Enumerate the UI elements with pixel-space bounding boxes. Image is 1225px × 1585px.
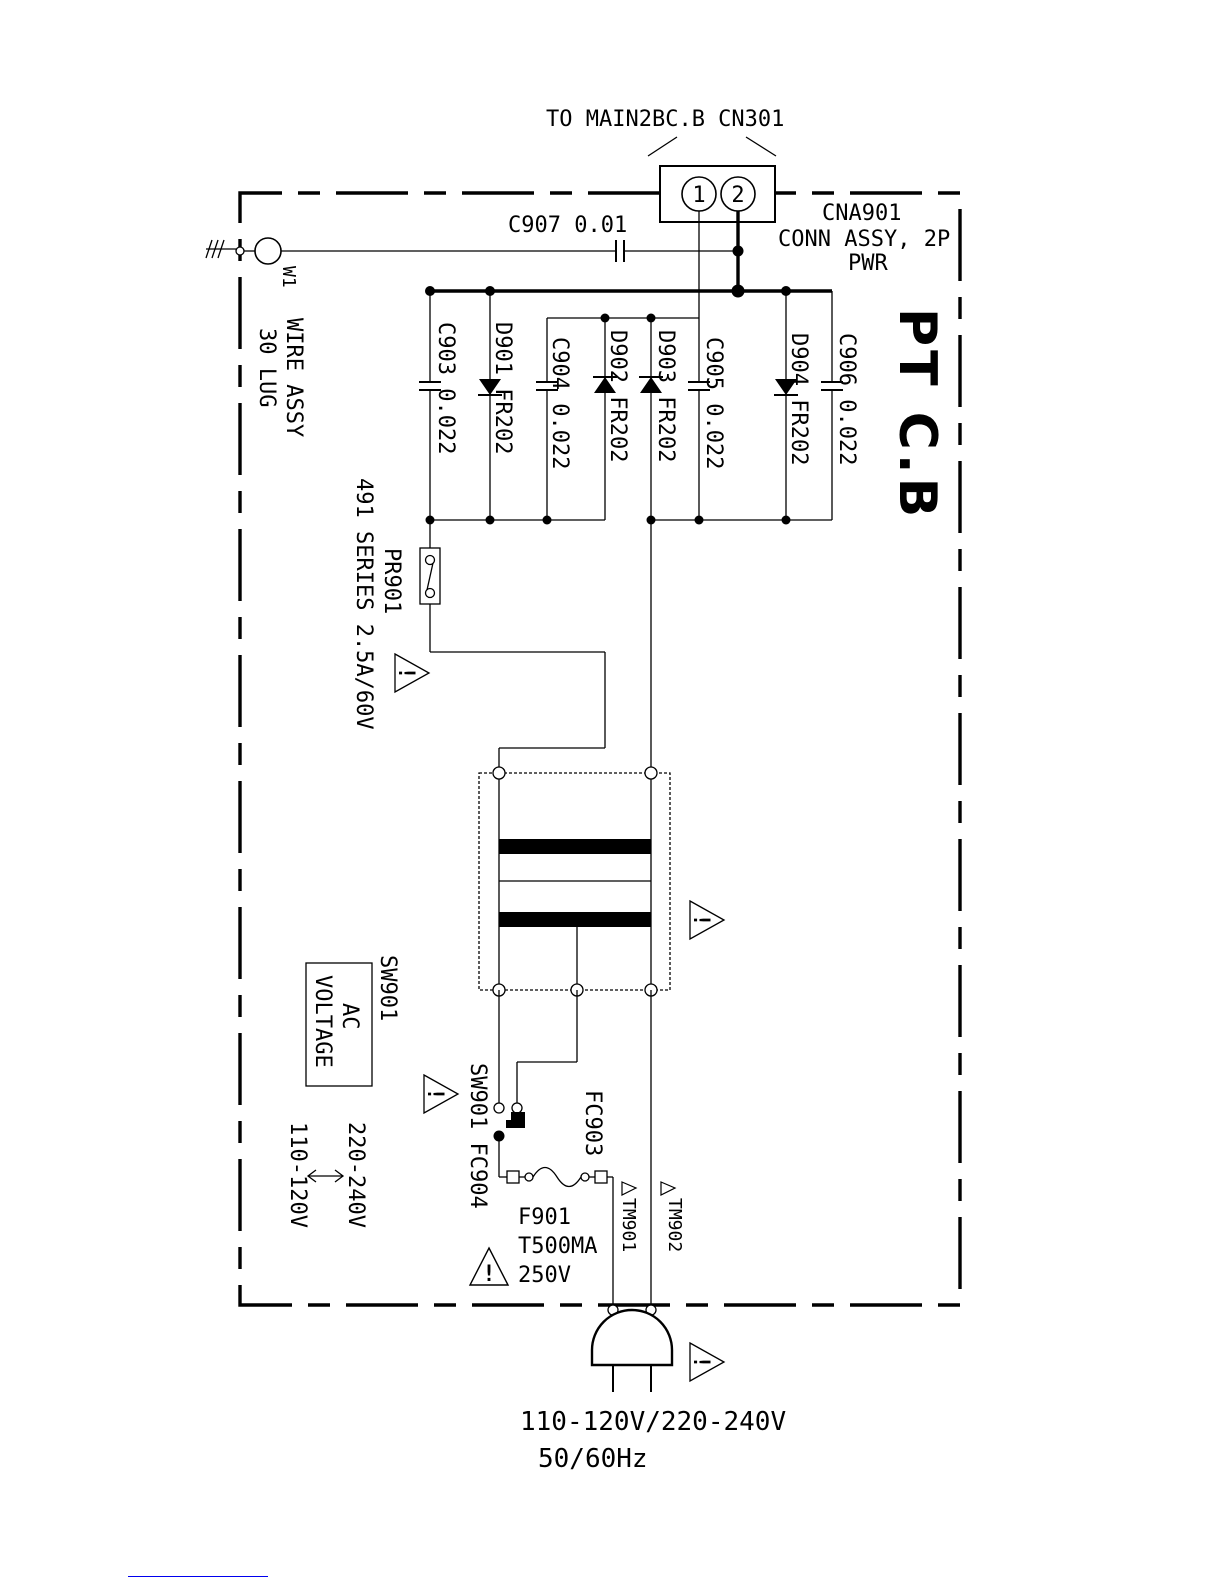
svg-text:!: ! [482, 1262, 495, 1287]
sw901-fc904-label: SW901 FC904 [465, 1063, 490, 1209]
voltage-low-label: 110-120V [285, 1122, 310, 1228]
w1-desc: WIRE ASSY [281, 318, 306, 437]
connector-desc-pwr: PWR [848, 251, 888, 276]
sw901-box [305, 962, 373, 1087]
pr901-warning-icon: ! [393, 653, 430, 693]
c904-label: C904 0.022 [547, 337, 572, 469]
fuse-voltage: 250V [518, 1263, 571, 1288]
w1-lug: 30 LUG [254, 328, 279, 407]
pr901-ref: PR901 [379, 548, 404, 614]
connector-pin-2: 2 [731, 183, 744, 208]
c905-label: C905 0.022 [701, 337, 726, 469]
fuse-f901 [506, 1166, 614, 1310]
tm901-warning-icon [621, 1181, 638, 1196]
w1-ref: W1 [278, 266, 299, 288]
transformer-warning-icon: ! [688, 900, 725, 940]
d901-label: D901 FR202 [490, 322, 515, 454]
top-connector: TO MAIN2BC.B CN301 1 2 CNA901 CONN ASSY,… [546, 107, 950, 276]
d904-label: D904 FR202 [786, 333, 811, 465]
pr901-desc: 491 SERIES 2.5A/60V [351, 478, 376, 730]
svg-text:!: ! [688, 1355, 713, 1368]
fuse-warning-icon: ! [468, 1246, 510, 1287]
board-title: PT C.B [887, 308, 947, 521]
fuse-rating: T500MA [518, 1234, 597, 1259]
fuse-ref: F901 [518, 1205, 571, 1230]
sw901-box-ref: SW901 [375, 955, 400, 1021]
svg-text:!: ! [393, 666, 418, 679]
svg-text:!: ! [688, 913, 713, 926]
power-transformer [478, 766, 671, 997]
sw901-box-voltage: VOLTAGE [310, 975, 335, 1068]
c907-label: C907 0.01 [508, 213, 627, 238]
sw901-warning-icon: ! [422, 1074, 459, 1114]
fc903-label: FC903 [580, 1090, 605, 1156]
tm902-warning-icon [660, 1181, 677, 1196]
pr901-protector [419, 520, 606, 773]
tm901-label: TM901 [618, 1198, 639, 1252]
c906-label: C906 0.022 [834, 333, 859, 465]
svg-text:!: ! [422, 1087, 447, 1100]
sw901-box-ac: AC [337, 1003, 362, 1030]
ground-symbol [205, 237, 282, 265]
tm902-label: TM902 [664, 1198, 685, 1252]
board-outline [238, 191, 962, 1307]
d903-label: D903 FR202 [653, 330, 678, 462]
d902-label: D902 FR202 [605, 330, 630, 462]
c907-capacitor [281, 240, 738, 262]
plug-warning-icon: ! [688, 1342, 725, 1382]
mains-voltage-label: 110-120V/220-240V [520, 1407, 786, 1437]
connector-desc: CONN ASSY, 2P [778, 227, 950, 252]
voltage-high-label: 220-240V [343, 1122, 368, 1228]
sw901-switch [493, 990, 578, 1178]
mains-frequency-label: 50/60Hz [538, 1444, 648, 1474]
c903-label: C903 0.022 [433, 322, 458, 454]
mains-plug-icon [590, 1304, 674, 1392]
connector-pin-1: 1 [692, 183, 705, 208]
voltage-select-arrow-icon [306, 1169, 345, 1183]
footer-link-underline[interactable] [128, 1576, 268, 1577]
connector-title: TO MAIN2BC.B CN301 [546, 107, 784, 132]
rectifier-network [419, 291, 843, 525]
connector-ref: CNA901 [822, 201, 901, 226]
